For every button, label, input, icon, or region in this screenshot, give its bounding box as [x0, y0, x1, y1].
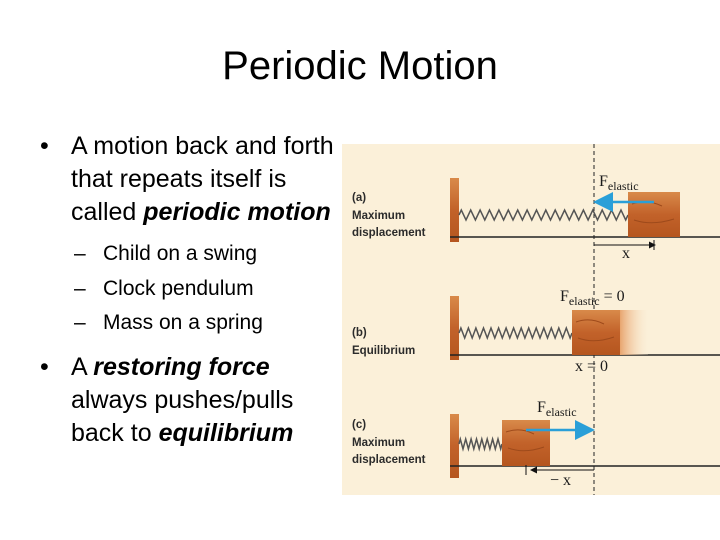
sub-bullet-pendulum: – Clock pendulum: [40, 272, 350, 307]
bullet-emphasis: periodic motion: [143, 198, 331, 226]
wall: [450, 414, 459, 478]
bullet-marker: •: [40, 132, 49, 160]
spring: [458, 436, 503, 452]
spring: [458, 325, 573, 341]
bullet-list: • A motion back and forth that repeats i…: [40, 130, 350, 450]
spring-diagram: Felastic x (a) Maximum displacement Fela…: [342, 144, 720, 495]
sub-bullet-spring: – Mass on a spring: [40, 306, 350, 341]
bullet-periodic-motion: • A motion back and forth that repeats i…: [40, 130, 350, 229]
panel-label: displacement: [352, 227, 426, 239]
panel-letter: (a): [352, 192, 366, 204]
displacement-label: x: [622, 245, 630, 262]
panel-letter: (b): [352, 327, 367, 339]
mass-block: [628, 192, 680, 237]
sub-bullet-marker: –: [74, 311, 86, 334]
sub-bullet-marker: –: [74, 276, 86, 300]
mass-block: [502, 420, 550, 466]
bullet-text: A: [71, 352, 94, 381]
sub-bullet-text: Mass on a spring: [103, 311, 263, 334]
mass-block-fade: [620, 310, 648, 355]
bullet-text: A motion back and forth that repeats its…: [71, 132, 334, 226]
panel-label: displacement: [352, 454, 426, 466]
panel-label: Maximum: [352, 210, 405, 222]
panel-a: Felastic x (a) Maximum displacement: [352, 173, 720, 262]
sub-bullet-marker: –: [74, 242, 86, 265]
panel-label: Maximum: [352, 437, 405, 449]
force-label: Felastic: [537, 399, 577, 419]
spring-diagram-svg: Felastic x (a) Maximum displacement Fela…: [352, 144, 720, 495]
panel-letter: (c): [352, 419, 366, 431]
bullet-text: always pushes/pulls back to: [71, 385, 294, 447]
bullet-emphasis: restoring force: [93, 352, 270, 381]
sub-bullet-swing: – Child on a swing: [40, 237, 350, 272]
force-label: Felastic = 0: [560, 288, 625, 308]
sub-bullet-text: Clock pendulum: [103, 276, 254, 300]
wall: [450, 178, 459, 242]
wood-grain: [505, 429, 545, 452]
mass-block: [572, 310, 620, 355]
force-label: Felastic: [599, 173, 639, 193]
bullet-emphasis: equilibrium: [158, 418, 294, 447]
sub-bullet-text: Child on a swing: [103, 242, 258, 265]
slide-title: Periodic Motion: [222, 44, 498, 88]
spring: [458, 208, 629, 222]
displacement-label: − x: [550, 472, 571, 489]
panel-c: Felastic − x (c) Maximum displacement: [352, 399, 720, 489]
equilibrium-label: x = 0: [575, 358, 608, 375]
wall: [450, 296, 459, 360]
panel-label: Equilibrium: [352, 345, 415, 357]
bullet-restoring-force: • A restoring force always pushes/pulls …: [40, 351, 350, 450]
bullet-marker: •: [40, 352, 49, 381]
panel-b: Felastic = 0 x = 0 (b) Equilibrium: [352, 288, 720, 375]
wood-grain: [575, 319, 615, 342]
sub-bullet-list: – Child on a swing – Clock pendulum – Ma…: [40, 237, 350, 341]
